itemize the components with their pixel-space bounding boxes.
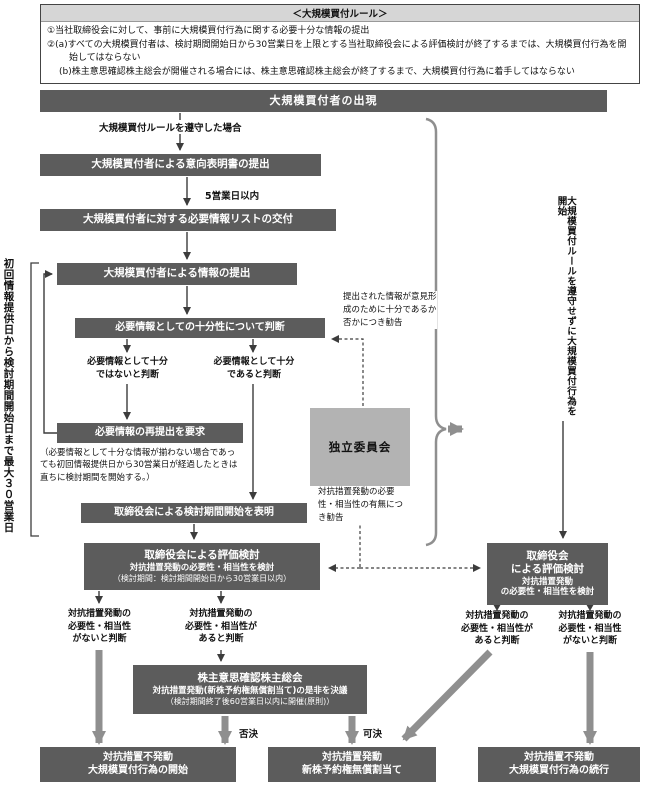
left-period-bracket xyxy=(30,262,39,537)
outcome-1-line-2: 大規模買付行為の開始 xyxy=(88,764,188,776)
sufficiency-judgment-box: 必要情報としての十分性について判断 xyxy=(75,318,325,338)
arrow-resubmit-loop xyxy=(43,270,57,434)
nc-judge-no-line-1: 対抗措置発動の xyxy=(558,611,622,621)
info-submit-box: 大規模買付者による情報の提出 xyxy=(57,263,297,285)
independent-committee-box: 独立委員会 xyxy=(310,408,410,486)
judge-no-line-3: がないと判断 xyxy=(72,634,127,645)
board-review-sub-2: （検討期間：検討期間開始日から30営業日以内） xyxy=(112,573,292,583)
nc-review-line-4: の必要性・相当性を検討 xyxy=(500,587,595,598)
shareholder-meeting-sub-1: 対抗措置発動(新株予約権無償割当て)の是非を決議 xyxy=(152,685,348,696)
nc-judge-no-label: 対抗措置発動の 必要性・相当性 がないと判断 xyxy=(544,610,636,648)
outcome-2-line-1: 対抗措置発動 xyxy=(322,751,382,763)
not-sufficient-line-1: 必要情報として十分 xyxy=(87,357,168,367)
nc-judge-yes-line-2: 必要性・相当性が xyxy=(460,623,533,634)
board-review-title: 取締役会による評価検討 xyxy=(144,549,260,562)
judge-yes-countermeasure-label: 対抗措置発動の 必要性・相当性が あると判断 xyxy=(172,608,270,646)
approved-label: 可決 xyxy=(361,726,385,740)
left-period-vertical-label: 初回情報提供日から検討期間開始日まで最大３０営業日 xyxy=(2,258,15,533)
sufficient-line-2: であると判断 xyxy=(227,369,281,380)
sufficient-label: 必要情報として十分 であると判断 xyxy=(195,356,313,381)
nc-judge-yes-line-1: 対抗措置発動の xyxy=(465,611,529,621)
nc-judge-no-line-2: 必要性・相当性 xyxy=(558,623,622,634)
arrow-right-review-branch-yes xyxy=(493,604,501,611)
rules-box: ＜大規模買付ルール＞ ①当社取締役会に対して、事前に大規模買付行為に関する必要十… xyxy=(40,4,640,84)
judge-yes-line-3: あると判断 xyxy=(198,634,244,645)
outcome-3-line-2: 大規模買付行為の続行 xyxy=(509,764,609,776)
nc-judge-yes-line-3: あると判断 xyxy=(474,636,520,647)
noncompliance-vertical-label: 大規模買付ルールを遵守せずに大規模買付行為を開始 xyxy=(555,196,577,416)
rules-line-3: (b)株主意思確認株主総会が開催される場合には、株主意思確認株主総会が終了するま… xyxy=(59,66,575,77)
rules-line-1: ①当社取締役会に対して、事前に大規模買付行為に関する必要十分な情報の提出 xyxy=(47,26,370,36)
nc-review-line-2: による評価検討 xyxy=(510,563,585,576)
nc-judge-yes-label: 対抗措置発動の 必要性・相当性が あると判断 xyxy=(452,610,542,648)
judge-yes-line-2: 必要性・相当性が xyxy=(184,621,257,632)
judge-no-line-2: 必要性・相当性 xyxy=(67,621,131,632)
comply-label: 大規模買付ルールを遵守した場合 xyxy=(97,120,244,134)
shareholder-meeting-sub-2: （検討期間終了後60営業日以内に開催(原則)） xyxy=(165,696,335,706)
intent-declaration-box: 大規模買付者による意向表明書の提出 xyxy=(40,154,321,176)
judge-no-countermeasure-label: 対抗措置発動の 必要性・相当性 がないと判断 xyxy=(52,608,147,646)
board-review-sub-1: 対抗措置発動の必要性・相当性を検討 xyxy=(129,562,275,573)
nc-judge-no-line-3: がないと判断 xyxy=(562,636,617,647)
rules-title: ＜大規模買付ルール＞ xyxy=(41,5,639,22)
nc-review-line-1: 取締役会 xyxy=(526,549,569,562)
resubmit-request-box: 必要情報の再提出を要求 xyxy=(57,423,243,443)
declare-review-period-box: 取締役会による検討期間開始を表明 xyxy=(81,503,307,523)
not-sufficient-label: 必要情報として十分 ではないと判断 xyxy=(70,356,185,381)
info-list-box: 大規模買付者に対する必要情報リストの交付 xyxy=(40,209,336,231)
sufficient-line-1: 必要情報として十分 xyxy=(213,357,295,367)
dashed-arrow-advice-sufficiency xyxy=(331,335,364,406)
thick-arrow-right-yes-to-activation xyxy=(401,649,493,742)
outcome-no-activation-continue-box: 対抗措置不発動 大規模買付行為の続行 xyxy=(478,747,640,782)
outcome-activation-box: 対抗措置発動 新株予約権無償割当て xyxy=(268,747,436,782)
rules-body: ①当社取締役会に対して、事前に大規模買付行為に関する必要十分な情報の提出 ②(a… xyxy=(41,22,639,83)
shareholder-meeting-box: 株主意思確認株主総会 対抗措置発動(新株予約権無償割当て)の是非を決議 （検討期… xyxy=(133,665,367,714)
five-days-label: 5営業日以内 xyxy=(203,188,262,202)
outcome-1-line-1: 対抗措置不発動 xyxy=(103,751,173,763)
committee-advice-top: 提出された情報が意見形成のために十分であるか否かにつき勧告 xyxy=(343,291,437,330)
shareholder-meeting-title: 株主意思確認株主総会 xyxy=(197,672,303,685)
judge-no-line-1: 対抗措置発動の xyxy=(67,609,131,619)
board-review-box-noncompliant: 取締役会 による評価検討 対抗措置発動 の必要性・相当性を検討 xyxy=(487,543,608,605)
rejected-label: 否決 xyxy=(237,726,261,740)
judge-yes-line-1: 対抗措置発動の xyxy=(189,609,253,619)
noncompliance-brace xyxy=(425,117,447,547)
outcome-2-line-2: 新株予約権無償割当て xyxy=(302,764,402,776)
board-review-box: 取締役会による評価検討 対抗措置発動の必要性・相当性を検討 （検討期間：検討期間… xyxy=(84,543,320,590)
committee-advice-bottom: 対抗措置発動の必要性・相当性の有無につき勧告 xyxy=(318,486,406,525)
appearance-bar: 大規模買付者の出現 xyxy=(40,90,607,112)
arrow-right-review-branch-no xyxy=(586,604,594,611)
outcome-3-line-1: 対抗措置不発動 xyxy=(524,751,594,763)
nc-review-line-3: 対抗措置発動 xyxy=(521,576,573,587)
outcome-no-activation-start-box: 対抗措置不発動 大規模買付行為の開始 xyxy=(40,747,236,782)
not-sufficient-line-2: ではないと判断 xyxy=(95,369,159,380)
rules-line-2: ②(a)すべての大規模買付者は、検討期間開始日から30営業日を上限とする当社取締… xyxy=(47,39,627,64)
resubmit-note: （必要情報として十分な情報が揃わない場合であっても初回情報提供日から30営業日が… xyxy=(40,448,238,483)
